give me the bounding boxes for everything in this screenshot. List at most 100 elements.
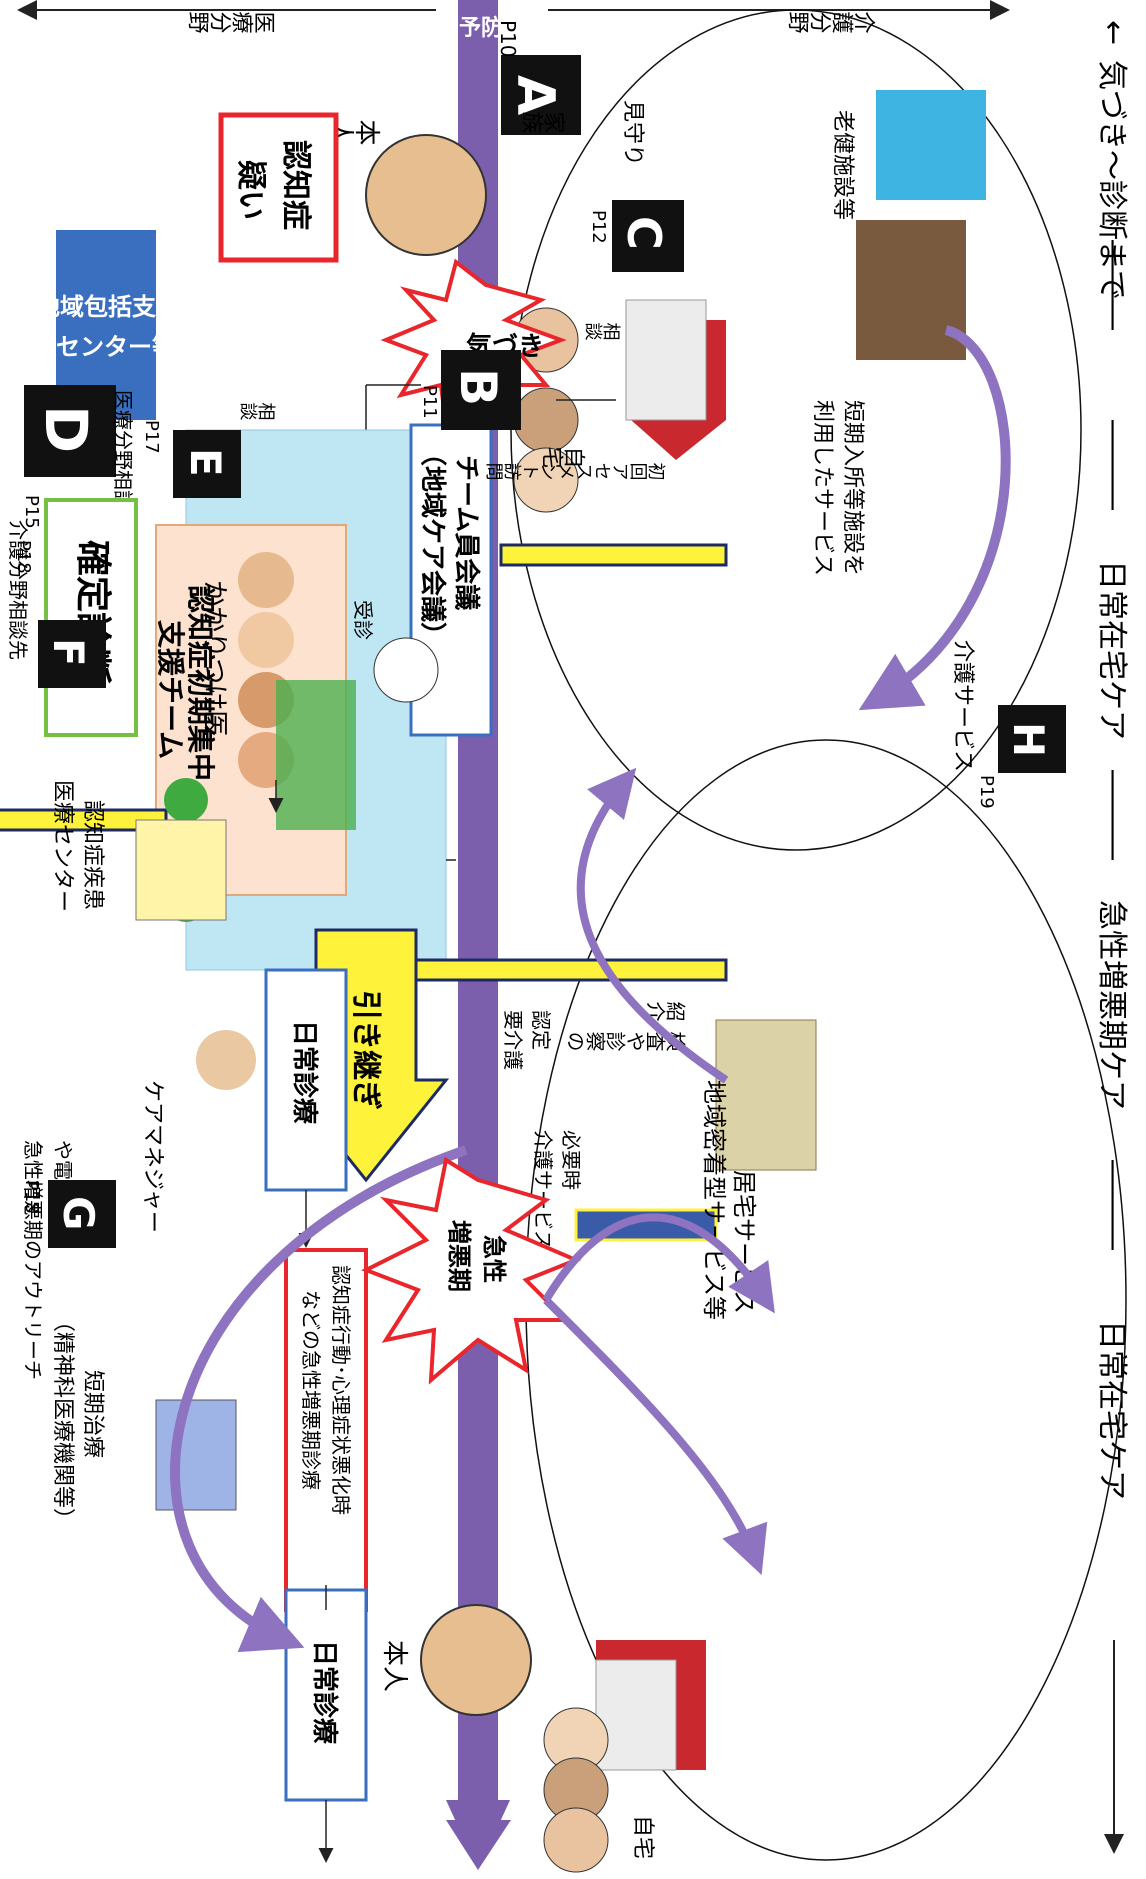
kaigo-need-line1: 介護サービス — [531, 1130, 555, 1250]
rouken-facility-icon — [876, 90, 986, 200]
short-term-treatment-curve — [170, 1145, 468, 1653]
tanki-nyusho-line2: 利用したサービス — [810, 400, 835, 576]
marker-h-letter: H — [1004, 722, 1053, 757]
marker-g: G P18 — [21, 1180, 116, 1248]
suspected-line2: 疑い — [233, 160, 268, 220]
marker-h: H P19 介護サービス — [950, 640, 1066, 809]
phase-header: ← ――― 気づき～診断まで ――― 日常在宅ケア ――― 急性増悪期ケア ――… — [1094, 20, 1131, 1854]
outreach-line1: 急性増悪期のアウトリーチ — [21, 1140, 45, 1380]
rouken-label: 老健施設等 — [830, 110, 855, 220]
marker-f-page: P18 — [13, 540, 34, 574]
family-member-icon-6 — [543, 1807, 609, 1873]
houkatsu-frame — [56, 230, 156, 420]
tanki-line2: （精神科医療機関等） — [50, 1310, 75, 1530]
phase-arrow-left: ← — [1096, 20, 1131, 45]
second-home: 自宅 本人 — [379, 1604, 706, 1873]
marker-c-letter: C — [617, 216, 671, 250]
marker-e-letter: E — [181, 448, 230, 477]
marker-b-page: P11 — [419, 385, 440, 419]
marker-h-page: P19 — [976, 775, 997, 809]
marker-c-caption: 見守り — [620, 100, 645, 166]
marker-b-letter: B — [449, 368, 507, 406]
acute-burst: 急性 増悪期 — [361, 1156, 582, 1385]
dementia-center-building-icon — [135, 819, 227, 921]
patient-icon — [365, 134, 487, 256]
home-icon — [625, 299, 707, 421]
marker-b: B P11 — [419, 350, 521, 430]
hospital-icon — [155, 1399, 237, 1511]
home-service-building: 居宅サービス 地域密着型サービス等 — [700, 1019, 817, 1320]
phase-dash-2: ――― — [1096, 420, 1131, 510]
care-manager-label: ケアマネジャー — [140, 1080, 165, 1233]
acute-to-service-curve — [542, 1213, 775, 1314]
marker-d-letter: D — [32, 405, 100, 453]
team-member-icon-2 — [238, 612, 294, 668]
doctor-icon — [373, 637, 439, 703]
marker-g-page: P18 — [21, 1180, 42, 1214]
soudan-label-2: 相談 — [240, 400, 276, 421]
phase-label-1: 気づき～診断まで — [1094, 60, 1129, 300]
daily-care-label-2: 日常診療 — [309, 1640, 340, 1745]
marker-d-caption: 介護分野相談先 — [6, 520, 30, 660]
clinic-building-icon — [276, 680, 356, 830]
youkaigo-line2: 認定 — [529, 1010, 553, 1050]
team-member-icon — [238, 552, 294, 608]
marker-c: 見守り C P12 — [588, 100, 684, 272]
handover-label: 引き継ぎ — [348, 990, 383, 1110]
marker-a: A P10 — [496, 20, 581, 135]
marker-a-box — [501, 55, 581, 135]
marker-d: D P15 介護分野相談先 — [6, 385, 116, 660]
marker-g-letter: G — [54, 1196, 103, 1230]
kyotaku-line1: 居宅サービス — [730, 1170, 758, 1314]
kyotaku-line2: 地域密着型サービス等 — [700, 1080, 728, 1320]
medical-field-label: 医療分野 — [188, 8, 276, 34]
home-icon-2 — [595, 1659, 677, 1771]
honnin-label-2: 本人 — [379, 1640, 409, 1692]
acute-care-line2: などの急性増悪期診療 — [299, 1290, 323, 1490]
acute-care-box: 認知症行動･心理症状悪化時 などの急性増悪期診療 — [284, 1248, 368, 1612]
facility-to-home-curve — [858, 325, 1011, 711]
marker-c-page: P12 — [588, 210, 609, 244]
houkatsu-line1: 地域包括支援 — [36, 293, 181, 321]
team-meeting-line2: （地域ケア会議） — [417, 440, 448, 648]
first-home: 家族 自宅 本人 相談 — [329, 108, 726, 513]
short-stay-facility-icon — [856, 220, 966, 360]
jitaku-label-2: 自宅 — [630, 1815, 655, 1859]
acute-care-frame — [284, 1248, 368, 1612]
suspected-dementia-box: 認知症 疑い — [218, 112, 339, 263]
phase-dash-4: ――― — [1096, 1160, 1131, 1250]
daily-care-box-2: 日常診療 — [284, 1588, 368, 1802]
yobou-label: 予防 — [459, 16, 503, 41]
jushin-label: 受診 — [351, 600, 375, 640]
acute-care-line1: 認知症行動･心理症状悪化時 — [329, 1265, 353, 1515]
home-service-curve — [576, 767, 729, 1084]
definitive-diagnosis-box: 確定診断 — [44, 498, 138, 737]
assessment-label: 初回アセスメント訪問 — [485, 460, 666, 481]
phase-dash-3: ――― — [1096, 770, 1131, 860]
tanki-nyusho-line1: 短期入所等施設を — [840, 400, 865, 576]
soudan-label-1: 相談 — [585, 320, 621, 341]
center-line1: 認知症疾患 — [80, 800, 105, 910]
kakaritsuke-label: かかりつけ医 — [199, 580, 229, 736]
team-line1: 認知症初期集中 — [184, 585, 217, 781]
acute-to-home-curve — [543, 1297, 768, 1575]
phase-label-2: 日常在宅ケア — [1094, 560, 1129, 740]
care-manager-icon — [196, 1030, 256, 1090]
jitaku-label-1: 自宅 — [542, 443, 586, 468]
youkaigo-line1: 要介護 — [501, 1010, 525, 1070]
acute-burst-line1: 急性 — [480, 1235, 508, 1283]
marker-f: F P18 — [13, 540, 106, 688]
phase-label-3: 急性増悪期ケア — [1094, 900, 1129, 1110]
home-service-building-icon — [715, 1019, 817, 1171]
acute-burst-line2: 増悪期 — [445, 1220, 473, 1292]
team-line2: 支援チーム — [154, 620, 187, 759]
care-field-label: 介護分野 — [788, 8, 876, 34]
marker-a-letter: A — [505, 75, 565, 115]
patient-icon-2 — [420, 1604, 532, 1716]
daily-care-box-1: 日常診療 — [264, 968, 348, 1192]
field-axis: 介護分野 医療分野 — [17, 0, 1010, 34]
marker-f-letter: F — [44, 638, 93, 667]
